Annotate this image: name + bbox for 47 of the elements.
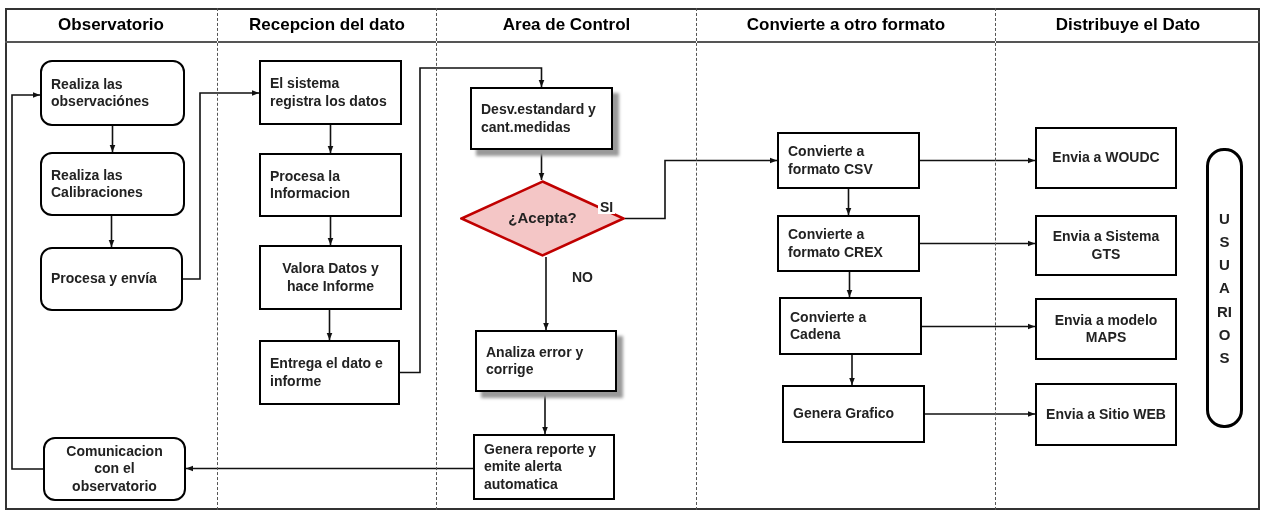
process-box: Envia a modelo MAPS xyxy=(1035,298,1177,360)
process-box: Analiza error y corrige xyxy=(475,330,617,392)
arrow xyxy=(543,256,549,331)
lane-heading: Observatorio xyxy=(5,8,217,43)
process-box: Procesa la Informacion xyxy=(259,153,402,217)
process-box: Convierte a formato CREX xyxy=(777,215,920,272)
arrow xyxy=(11,92,44,470)
lane-heading: Recepcion del dato xyxy=(218,8,436,43)
process-box: Convierte a Cadena xyxy=(779,297,922,355)
rounded-process-box: Procesa y envía xyxy=(40,247,183,311)
arrow xyxy=(919,157,1036,164)
lane-heading: Area de Control xyxy=(437,8,696,43)
arrow xyxy=(924,411,1036,417)
process-box: Convierte a formato CSV xyxy=(777,132,920,189)
arrow xyxy=(399,67,545,374)
arrow xyxy=(846,271,853,298)
process-box: Entrega el dato e informe xyxy=(259,340,400,405)
arrow xyxy=(849,354,855,386)
arrow xyxy=(109,125,116,153)
process-box: Envia a WOUDC xyxy=(1035,127,1177,189)
process-box: Genera reporte y emite alerta automatica xyxy=(473,434,615,500)
arrow xyxy=(326,309,333,341)
edge-label: SI xyxy=(598,200,616,214)
edge-label: NO xyxy=(570,270,595,284)
terminal-pill: USUARIOS xyxy=(1206,148,1243,428)
arrow xyxy=(108,215,115,248)
arrow xyxy=(845,188,852,216)
process-box: El sistema registra los datos xyxy=(259,60,402,125)
arrow xyxy=(624,157,778,220)
lane-heading: Distribuye el Dato xyxy=(996,8,1260,43)
arrow xyxy=(921,323,1036,330)
arrow xyxy=(327,216,334,246)
arrow xyxy=(919,240,1036,247)
arrow xyxy=(542,391,548,435)
rounded-process-box: Realiza las Calibraciones xyxy=(40,152,185,216)
process-box: Genera Grafico xyxy=(782,385,925,443)
process-box: Envia a Sitio WEB xyxy=(1035,383,1177,446)
arrow xyxy=(185,465,474,472)
rounded-process-box: Realiza las observaciónes xyxy=(40,60,185,126)
process-box: Envia a Sistema GTS xyxy=(1035,215,1177,276)
arrow xyxy=(538,149,545,181)
process-box: Valora Datos y hace Informe xyxy=(259,245,402,310)
rounded-process-box: Comunicacion con el observatorio xyxy=(43,437,186,501)
arrow xyxy=(327,124,334,154)
process-box: Desv.estandard y cant.medidas xyxy=(470,87,613,150)
lane-heading: Convierte a otro formato xyxy=(697,8,995,43)
arrow xyxy=(182,90,260,280)
